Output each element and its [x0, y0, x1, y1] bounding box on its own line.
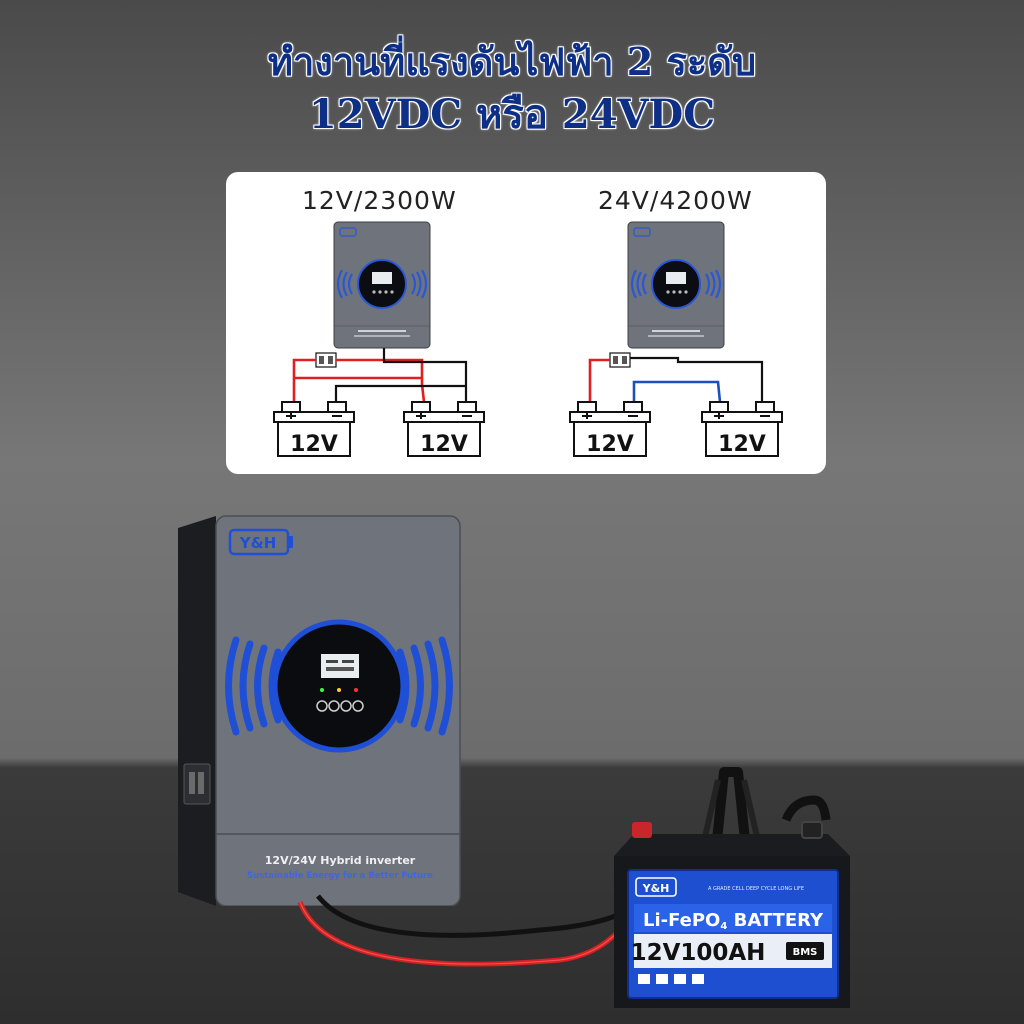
battery-label: 12V — [290, 432, 338, 457]
enter-button[interactable] — [352, 700, 364, 712]
wiring-diagram-panel: 12V/2300W 24V/4200W — [226, 172, 826, 474]
battery-label: 12V — [718, 432, 766, 457]
warning-icon — [638, 974, 650, 984]
inverter-model-text: 12V/24V Hybrid inverter — [265, 854, 416, 867]
inverter-slogan-text: Sustainable Energy for a Better Future — [247, 871, 433, 881]
headline-line-2: 12VDC หรือ 24VDC — [308, 91, 716, 138]
battery-type-text: Li-FePO4 BATTERY — [643, 910, 824, 932]
down-button[interactable] — [340, 700, 352, 712]
battery-features: A GRADE CELL DEEP CYCLE LONG LIFE — [708, 886, 804, 892]
ce-icon — [656, 974, 668, 984]
bin-icon — [692, 974, 704, 984]
config-12v-label: 12V/2300W — [302, 186, 457, 215]
headline: ทำงานที่แรงดันไฟฟ้า 2 ระดับ 12VDC หรือ 2… — [0, 36, 1024, 142]
battery-label: 12V — [420, 432, 468, 457]
wiring-diagram: 12V 12V 12V 12V — [273, 220, 783, 457]
lifepo4-battery: Y&H A GRADE CELL DEEP CYCLE LONG LIFE Li… — [614, 767, 850, 1008]
bms-badge: BMS — [793, 947, 818, 958]
battery-rating-text: 12V100AH — [631, 940, 766, 966]
lcd-display — [321, 654, 359, 678]
battery-brand-logo: Y&H — [642, 882, 670, 895]
inverter-brand-logo: Y&H — [239, 534, 277, 552]
hybrid-inverter: Y&H 12V/24V Hybrid inverter Sustainable … — [178, 515, 461, 906]
menu-button[interactable] — [316, 700, 328, 712]
headline-line-1: ทำงานที่แรงดันไฟฟ้า 2 ระดับ — [267, 39, 757, 84]
control-panel — [272, 619, 406, 753]
config-24v-label: 24V/4200W — [598, 186, 753, 215]
battery-label: 12V — [586, 432, 634, 457]
up-button[interactable] — [328, 700, 340, 712]
recycle-icon — [674, 974, 686, 984]
